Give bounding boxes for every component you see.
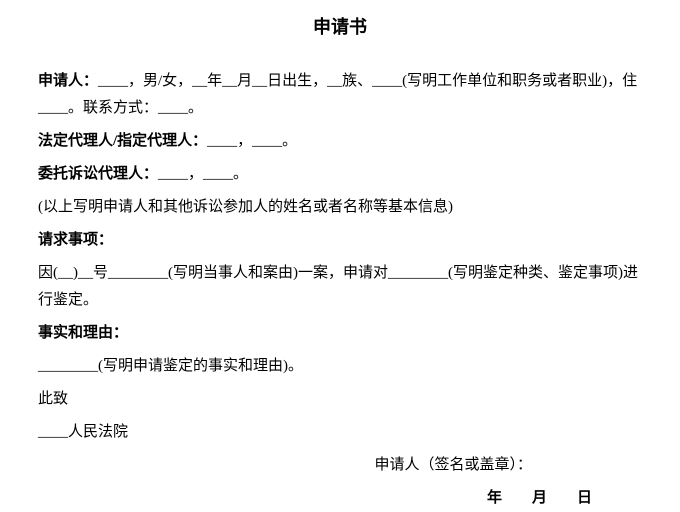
paragraph-request-heading: 请求事项： — [38, 227, 642, 254]
paragraph-facts-heading: 事实和理由： — [38, 320, 642, 347]
legal-agent-label: 法定代理人/指定代理人： — [38, 133, 208, 149]
paragraph-case: 因(__)__号________(写明当事人和案由)一案，申请对________… — [38, 260, 642, 314]
paragraph-court: ____人民法院 — [38, 419, 642, 446]
salutation-text: 此致 — [38, 391, 69, 407]
paragraph-litigation-agent: 委托诉讼代理人：____，____。 — [38, 161, 642, 188]
case-text: 因(__)__号________(写明当事人和案由)一案，申请对________… — [38, 265, 638, 308]
paragraph-facts: ________(写明申请鉴定的事实和理由)。 — [38, 353, 642, 380]
paragraph-legal-agent: 法定代理人/指定代理人：____，____。 — [38, 128, 642, 155]
court-text: ____人民法院 — [38, 424, 129, 440]
paragraph-applicant: 申请人：____，男/女，__年__月__日出生，__族、____(写明工作单位… — [38, 68, 642, 122]
paragraph-note: (以上写明申请人和其他诉讼参加人的姓名或者名称等基本信息) — [38, 194, 642, 221]
litigation-agent-label: 委托诉讼代理人： — [38, 166, 159, 182]
facts-text: ________(写明申请鉴定的事实和理由)。 — [38, 358, 303, 374]
litigation-agent-text: ____，____。 — [158, 166, 249, 182]
applicant-label: 申请人： — [38, 73, 99, 89]
signature-line: 申请人（签名或盖章）： — [374, 457, 532, 473]
request-heading-label: 请求事项： — [38, 232, 114, 248]
legal-agent-text: ____，____。 — [207, 133, 298, 149]
document-title: 申请书 — [313, 17, 367, 37]
applicant-text: ____，男/女，__年__月__日出生，__族、____(写明工作单位和职务或… — [38, 73, 638, 116]
paragraph-salutation: 此致 — [38, 386, 642, 413]
note-text: (以上写明申请人和其他诉讼参加人的姓名或者名称等基本信息) — [38, 199, 453, 215]
date-line: 年 月 日 — [486, 490, 592, 506]
facts-heading-label: 事实和理由： — [38, 325, 129, 341]
